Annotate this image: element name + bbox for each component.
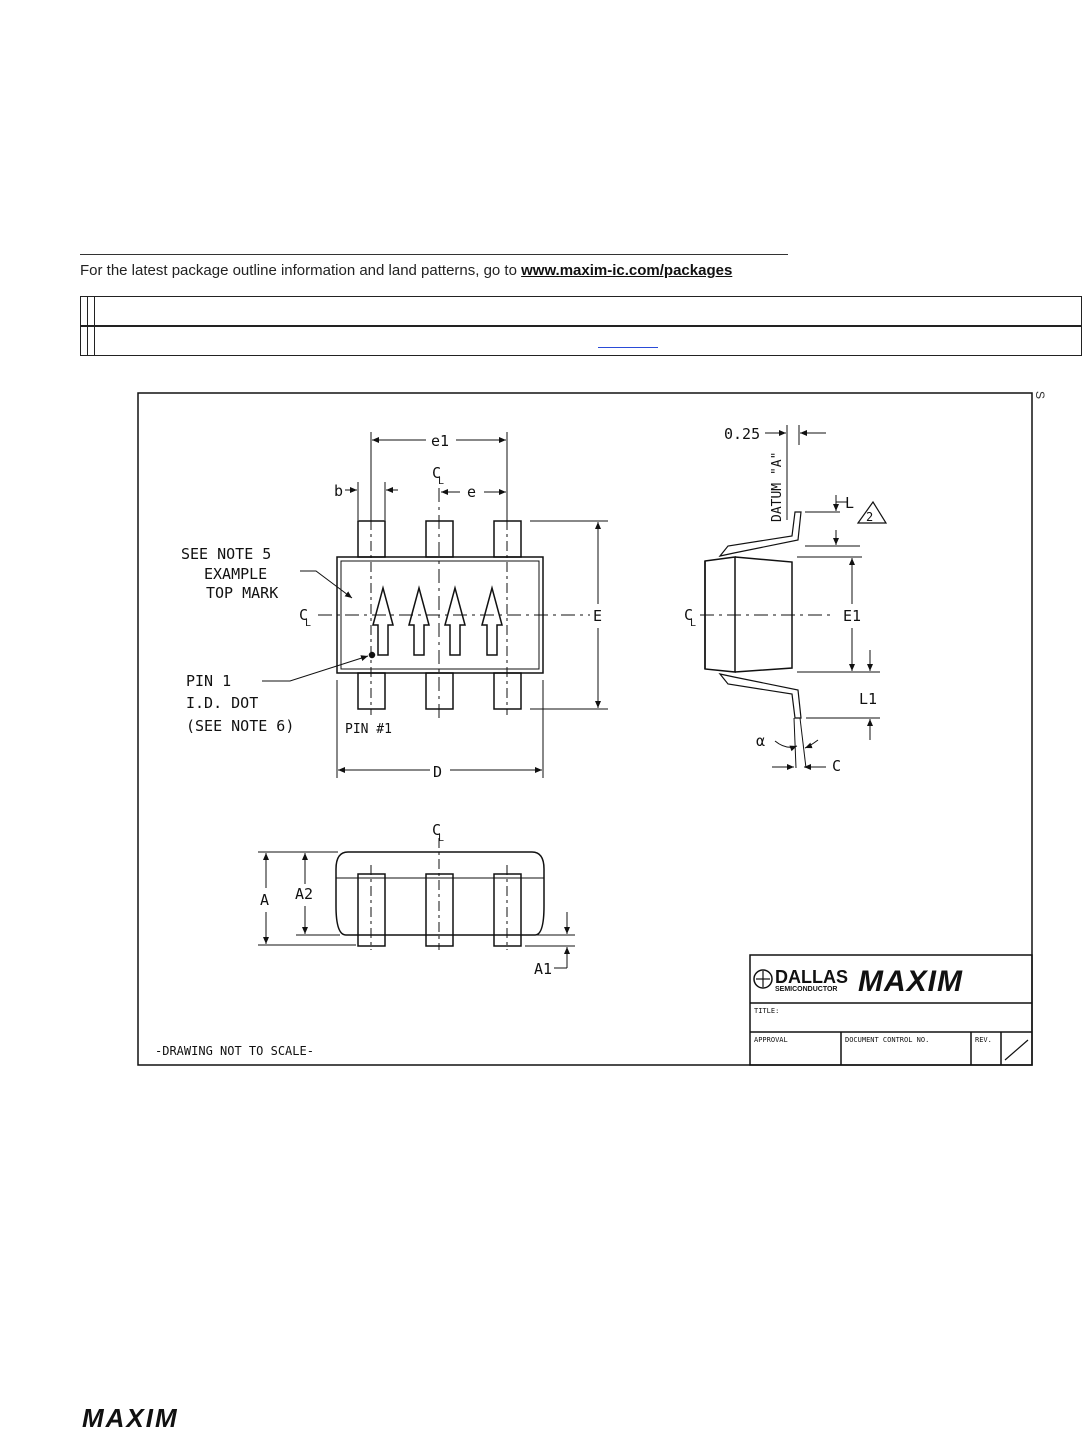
packages-link[interactable]: www.maxim-ic.com/packages: [521, 262, 733, 279]
svg-text:L: L: [690, 618, 696, 629]
pin1-dot: [368, 651, 376, 659]
svg-text:C: C: [432, 464, 441, 482]
dim-b-label: b: [334, 482, 343, 500]
end-view: [258, 838, 575, 969]
svg-text:C: C: [432, 821, 441, 839]
not-to-scale-note: -DRAWING NOT TO SCALE-: [155, 1044, 314, 1058]
header-rule: [80, 254, 788, 255]
svg-text:C: C: [684, 606, 693, 624]
dim-e-label: e: [467, 483, 476, 501]
approval-label: APPROVAL: [754, 1036, 788, 1044]
dim-D-label: D: [433, 763, 442, 781]
dim-A2-label: A2: [295, 885, 313, 903]
package-info-table: [80, 296, 1082, 356]
dim-025-label: 0.25: [724, 425, 760, 443]
dim-e1-label: e1: [431, 432, 449, 450]
dim-L1-label: L1: [859, 690, 877, 708]
intro-text: For the latest package outline informati…: [80, 262, 522, 279]
table-cell-link: [94, 325, 1082, 356]
dim-L-label: L: [845, 494, 854, 512]
dim-C-label: C: [832, 757, 841, 775]
title-block: [749, 954, 1033, 1066]
note5-line1: SEE NOTE 5: [181, 545, 271, 563]
dim-A1-label: A1: [534, 960, 552, 978]
table-row: [80, 325, 1082, 356]
table-row: [80, 296, 1082, 327]
pin1-line3: (SEE NOTE 6): [186, 717, 294, 735]
doc-control-label: DOCUMENT CONTROL NO.: [845, 1036, 929, 1044]
top-mark-arrows: [372, 585, 503, 656]
svg-text:C: C: [299, 606, 308, 624]
side-view: [700, 425, 888, 770]
maxim-wordmark: MAXIM: [858, 965, 963, 998]
centerline-symbols: CL CL CL CL: [299, 464, 696, 844]
dallas-sub-wordmark: SEMICONDUCTOR: [775, 986, 837, 993]
pin1-line2: I.D. DOT: [186, 694, 258, 712]
note5-line3: TOP MARK: [206, 584, 278, 602]
dallas-wordmark: DALLAS: [775, 967, 848, 987]
intro-line: For the latest package outline informati…: [80, 262, 732, 279]
dallas-logo-icon: [753, 969, 773, 989]
rev-label: REV.: [975, 1036, 992, 1044]
table-cell: [94, 296, 1082, 327]
pin-number-label: PIN #1: [345, 722, 392, 737]
svg-text:L: L: [438, 476, 444, 487]
note2-label: 2: [866, 510, 873, 524]
title-label: TITLE:: [754, 1007, 779, 1015]
dim-A-label: A: [260, 891, 269, 909]
dim-alpha-label: α: [756, 732, 765, 750]
datum-label: DATUM "A": [770, 452, 785, 522]
drawing-frame: [137, 392, 1033, 1066]
pin1-line1: PIN 1: [186, 672, 231, 690]
note5-line2: EXAMPLE: [204, 565, 267, 583]
top-view: [262, 432, 608, 778]
svg-text:L: L: [305, 618, 311, 629]
dim-E1-label: E1: [843, 607, 861, 625]
outline-link[interactable]: [598, 331, 658, 348]
dim-E-label: E: [593, 607, 602, 625]
footer-maxim-logo: MAXIM: [82, 1403, 179, 1433]
svg-text:L: L: [438, 833, 444, 844]
